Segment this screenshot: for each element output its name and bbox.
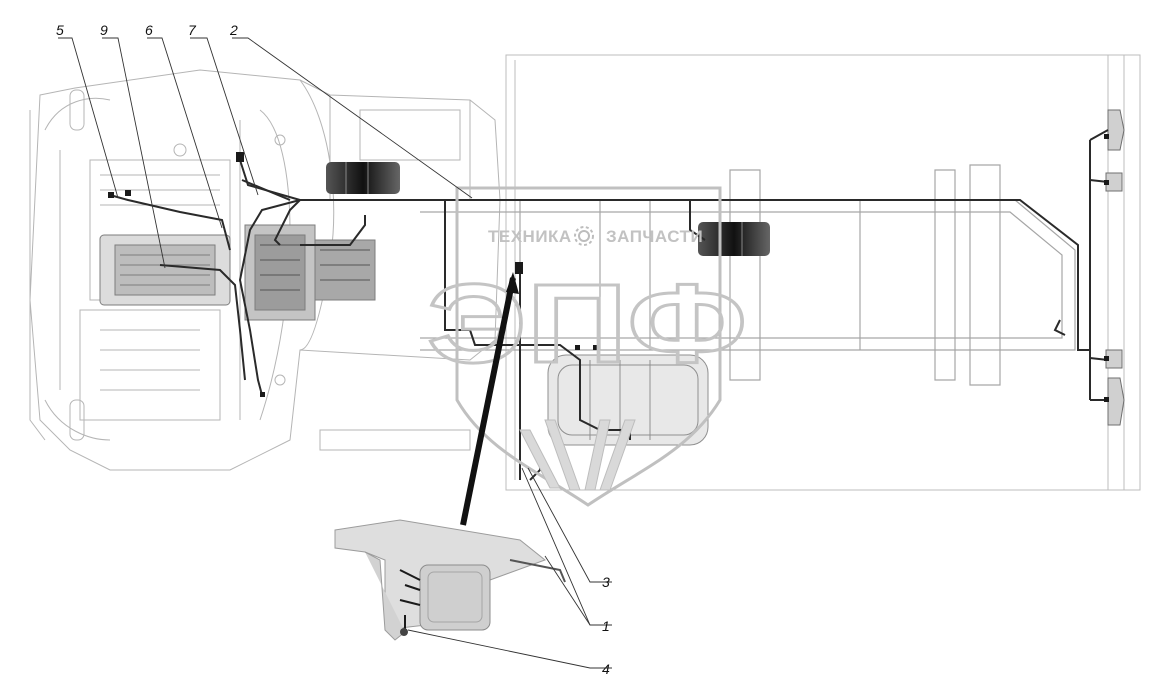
detail-pointer-arrowhead (506, 272, 519, 294)
watermark-chevrons (519, 419, 636, 491)
watermark: ТЕХНИКА ЗАПЧАСТИ ЭПФ (426, 186, 749, 507)
callout-9: 9 (100, 22, 108, 38)
connectors (108, 134, 1109, 402)
callout-6: 6 (145, 22, 153, 38)
detail-inset (334, 519, 566, 641)
watermark-monogram: ЭПФ (427, 261, 747, 386)
callout-4: 4 (602, 661, 610, 677)
gear-icon (574, 226, 594, 246)
callout-1: 1 (602, 618, 610, 634)
watermark-left-text: ТЕХНИКА (488, 227, 572, 246)
watermark-right-text: ЗАПЧАСТИ (606, 227, 703, 246)
leader-lines (58, 37, 612, 669)
receiver-rear (698, 222, 770, 256)
fuel-tank (547, 354, 709, 446)
callout-5: 5 (56, 22, 64, 38)
receiver-front (326, 162, 400, 194)
watermark-shield (455, 186, 722, 507)
wiring-harness (109, 129, 1109, 481)
engine-block (99, 224, 376, 321)
callout-7: 7 (188, 22, 197, 38)
callout-2: 2 (229, 22, 238, 38)
callout-3: 3 (602, 574, 610, 590)
rear-lamps (1105, 109, 1125, 426)
detail-pointer-arrow (460, 277, 516, 526)
